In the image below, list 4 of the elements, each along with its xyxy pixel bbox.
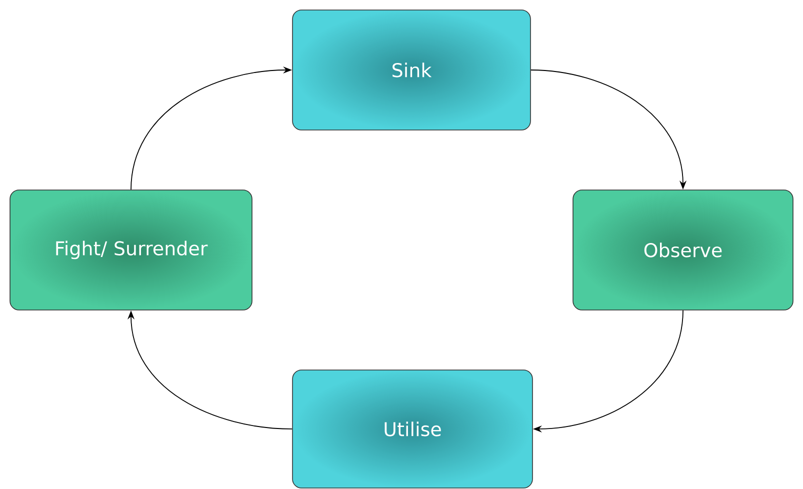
process-box: Sink xyxy=(292,10,531,130)
process-box: Utilise xyxy=(292,370,533,488)
process-box: Fight/ Surrender xyxy=(10,190,252,310)
process-box: Observe xyxy=(572,190,794,310)
